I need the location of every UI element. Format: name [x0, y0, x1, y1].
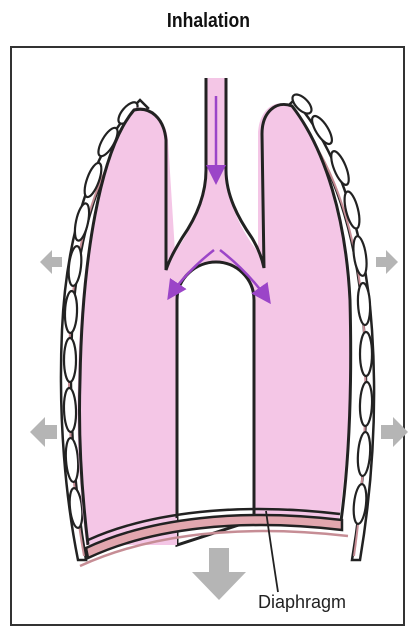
expansion-arrow-lower-right [381, 417, 408, 447]
rib [63, 388, 77, 432]
rib [359, 382, 373, 426]
diaphragm-down-arrow [192, 548, 246, 600]
mediastinum [177, 262, 254, 545]
diaphragm-label: Diaphragm [258, 592, 346, 613]
rib [67, 245, 83, 286]
expansion-arrow-upper-left [40, 250, 62, 274]
expansion-arrow-lower-left [30, 417, 57, 447]
rib [342, 190, 363, 230]
expansion-arrow-upper-right [376, 250, 398, 274]
rib [64, 338, 76, 382]
rib [360, 332, 372, 376]
rib [64, 291, 77, 333]
rib [72, 202, 92, 242]
rib [351, 235, 368, 276]
